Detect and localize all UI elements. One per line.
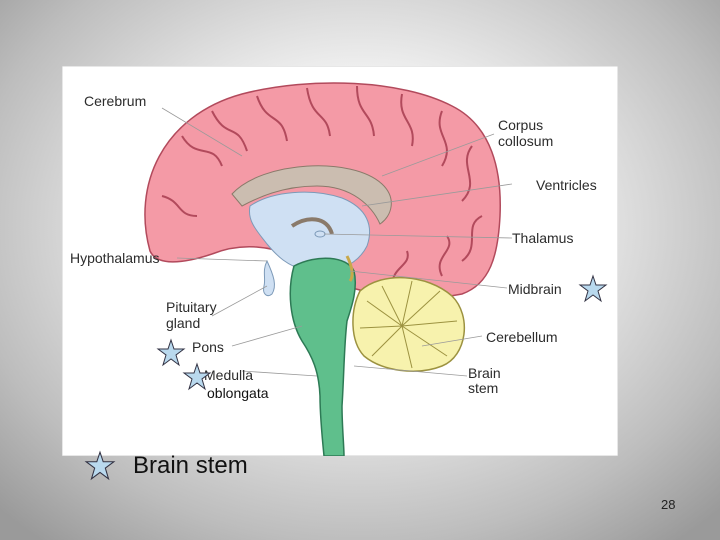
label-brainstem-1: Brain (468, 365, 501, 381)
label-pituitary-1: Pituitary (166, 299, 217, 315)
label-cerebrum: Cerebrum (84, 93, 146, 109)
label-medulla: Medulla (204, 367, 253, 383)
cerebellum-folia (359, 280, 458, 369)
label-thalamus: Thalamus (512, 230, 573, 246)
star-icon (182, 362, 212, 391)
label-hypothalamus: Hypothalamus (70, 250, 160, 266)
label-ventricles: Ventricles (536, 177, 597, 193)
brainstem-region (289, 257, 357, 456)
star-icon (578, 274, 608, 303)
page-number: 28 (661, 497, 676, 512)
label-brainstem-2: stem (468, 380, 498, 396)
cerebrum-region (144, 82, 501, 299)
cerebellum-region (352, 276, 466, 372)
fornix (290, 217, 334, 235)
label-pituitary-2: gland (166, 315, 200, 331)
label-corpus-1: Corpus (498, 117, 543, 133)
label-midbrain: Midbrain (508, 281, 562, 297)
midbrain-tectum (345, 255, 354, 282)
label-pons: Pons (192, 339, 224, 355)
leader-lines (161, 107, 513, 377)
brain-diagram: Cerebrum Corpus collosum Ventricles Thal… (62, 66, 618, 456)
ventricle-region (248, 191, 371, 273)
caption-text: Brain stem (133, 452, 248, 479)
label-cerebellum: Cerebellum (486, 329, 558, 345)
star-icon (84, 450, 116, 481)
label-corpus-2: collosum (498, 133, 553, 149)
star-icon (156, 338, 186, 367)
pituitary-region (263, 259, 275, 297)
oblongata-label: oblongata (207, 385, 269, 401)
corpus-callosum-region (231, 165, 392, 225)
gyri-folds (161, 85, 483, 287)
